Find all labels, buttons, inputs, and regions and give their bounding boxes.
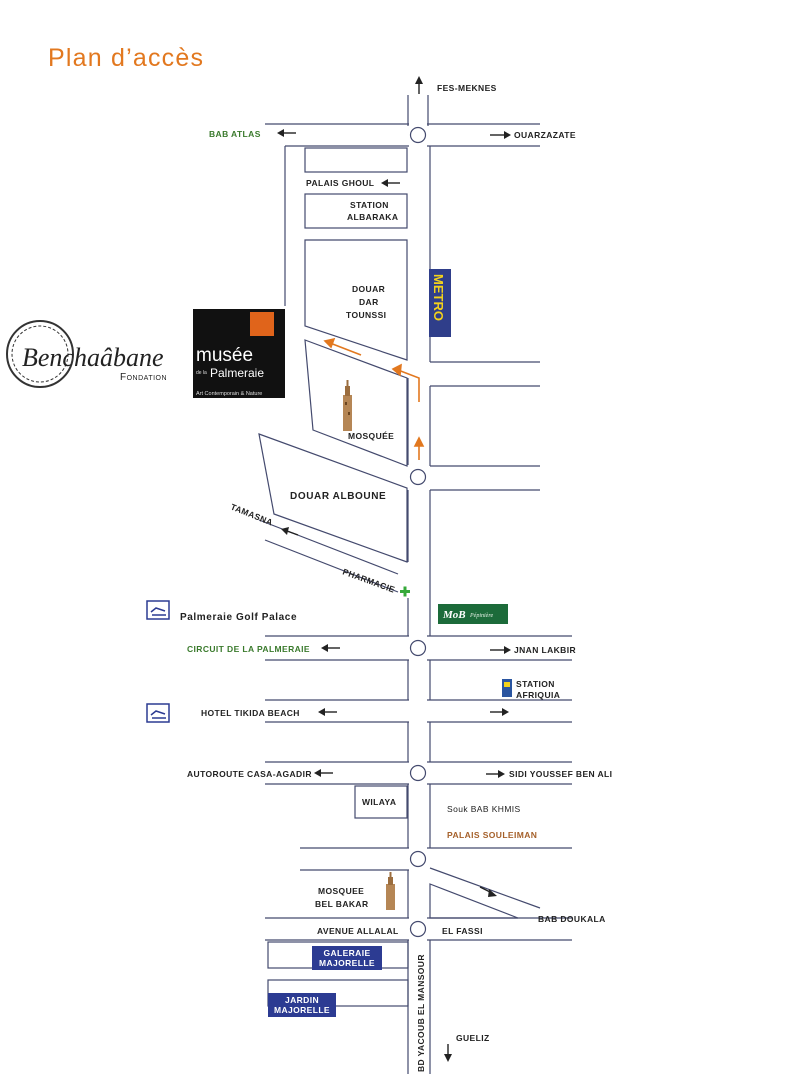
label-tamasna: TAMASNA (229, 502, 274, 528)
roundabout-1 (409, 126, 427, 144)
label-mosquee-bel-2: BEL BAKAR (315, 899, 369, 909)
mob-sign: MoB Pépinière (438, 604, 508, 624)
metro-sign: METRO (429, 269, 451, 337)
label-sidi-youssef: SIDI YOUSSEF BEN ALI (509, 769, 612, 779)
label-bab-doukala: BAB DOUKALA (538, 914, 606, 924)
label-douar-alboune: DOUAR ALBOUNE (290, 491, 386, 502)
label-palmeraie-golf: Palmeraie Golf Palace (180, 612, 297, 623)
svg-text:Palmeraie: Palmeraie (210, 366, 264, 380)
svg-text:Fondation: Fondation (120, 372, 167, 383)
minaret-icon-2 (386, 872, 395, 910)
label-autoroute: AUTOROUTE CASA-AGADIR (187, 769, 312, 779)
svg-text:GALERAIE: GALERAIE (323, 948, 370, 958)
roundabouts (409, 126, 427, 938)
svg-text:musée: musée (196, 345, 253, 366)
label-station-afriquia: STATION (516, 679, 555, 689)
label-wilaya: WILAYA (362, 797, 396, 807)
roundabout-2 (409, 468, 427, 486)
page-title: Plan d’accès (48, 44, 204, 72)
svg-text:MAJORELLE: MAJORELLE (319, 958, 375, 968)
roundabout-4 (409, 764, 427, 782)
label-jnan-lakbir: JNAN LAKBIR (514, 645, 576, 655)
hotel-bed-icon-2 (146, 703, 170, 723)
svg-text:de la: de la (196, 370, 207, 376)
fuel-station-icon (502, 679, 512, 697)
benchaabane-logo: Benchaâbane Fondation (6, 320, 167, 388)
roundabout-6 (409, 920, 427, 938)
label-bab-atlas: BAB ATLAS (209, 129, 261, 139)
svg-text:JARDIN: JARDIN (285, 995, 319, 1005)
svg-text:Pépinière: Pépinière (469, 613, 493, 619)
svg-text:METRO: METRO (431, 274, 446, 321)
label-station-albaraka: STATION (350, 200, 389, 210)
label-station-albaraka-2: ALBARAKA (347, 212, 398, 222)
label-douar-dar-3: TOUNSSI (346, 310, 386, 320)
direction-arrows (277, 76, 511, 1062)
roundabout-3 (409, 639, 427, 657)
label-mosquee-bel: MOSQUEE (318, 886, 364, 896)
jardin-majorelle-box: JARDIN MAJORELLE (268, 993, 336, 1017)
pharmacy-cross-icon (400, 586, 410, 597)
svg-text:MoB: MoB (442, 609, 466, 621)
musee-palmeraie-logo: musée de la Palmeraie Art Contemporain &… (193, 309, 285, 398)
label-circuit: CIRCUIT DE LA PALMERAIE (187, 644, 310, 654)
svg-text:MAJORELLE: MAJORELLE (274, 1005, 330, 1015)
wilaya-block (354, 785, 408, 819)
label-souk: Souk BAB KHMIS (447, 804, 521, 814)
route-arrows (323, 337, 425, 460)
label-station-afriquia-2: AFRIQUIA (516, 690, 560, 700)
label-fes-meknes: FES-MEKNES (437, 83, 497, 93)
svg-text:Art Contemporain & Nature: Art Contemporain & Nature (196, 391, 262, 397)
label-avenue-allalal: AVENUE ALLALAL (317, 926, 399, 936)
label-douar-dar-2: DAR (359, 297, 379, 307)
label-palais-souleiman: PALAIS SOULEIMAN (447, 830, 537, 840)
hotel-bed-icon (146, 600, 170, 620)
label-el-fassi: EL FASSI (442, 926, 483, 936)
minaret-icon (343, 380, 352, 431)
label-mosquee: MOSQUÉE (348, 431, 394, 441)
label-bd-yacoub: BD YACOUB EL MANSOUR (416, 954, 426, 1072)
roundabout-5 (409, 850, 427, 868)
label-gueliz: GUELIZ (456, 1033, 490, 1043)
svg-text:Benchaâbane: Benchaâbane (22, 343, 164, 372)
label-hotel-tikida: HOTEL TIKIDA BEACH (201, 708, 300, 718)
label-ouarzazate: OUARZAZATE (514, 130, 576, 140)
galerie-majorelle-box: GALERAIE MAJORELLE (312, 946, 382, 970)
label-douar-dar: DOUAR (352, 284, 385, 294)
label-palais-ghoul: PALAIS GHOUL (306, 178, 374, 188)
